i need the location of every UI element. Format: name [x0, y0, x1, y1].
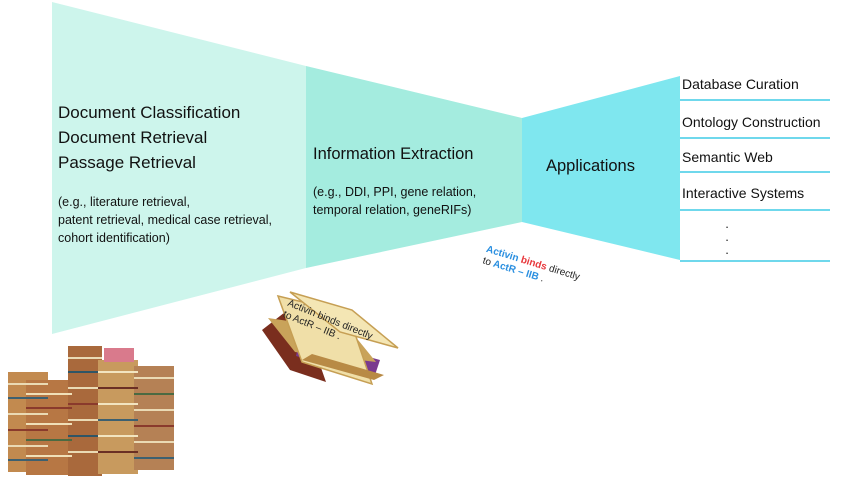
- application-item: Ontology Construction: [682, 114, 821, 130]
- ellipsis-dot: .: [725, 216, 729, 231]
- stage1-funnel: [52, 2, 306, 334]
- stage2-title: Information Extraction: [313, 145, 474, 163]
- application-item: Interactive Systems: [682, 185, 805, 201]
- snippet-word-to: to: [481, 255, 493, 269]
- snippet-period: .: [539, 273, 546, 285]
- open-book-icon: [262, 291, 399, 386]
- stage2-example-1: (e.g., DDI, PPI, gene relation,: [313, 185, 477, 199]
- stage1-line-2: Document Retrieval: [58, 128, 208, 147]
- stage1-line-3: Passage Retrieval: [58, 153, 196, 172]
- book-stacks-icon: [8, 346, 174, 476]
- application-item: Database Curation: [682, 76, 799, 92]
- stage1-example-1: (e.g., literature retrieval,: [58, 195, 190, 209]
- ellipsis-dot: .: [725, 242, 729, 257]
- stage1-example-3: cohort identification): [58, 231, 170, 245]
- application-item: Semantic Web: [682, 149, 773, 165]
- stage2-funnel: [306, 66, 522, 268]
- ellipsis-dot: .: [725, 229, 729, 244]
- stage2-example-2: temporal relation, geneRIFs): [313, 203, 472, 217]
- stage3-funnel: [522, 76, 680, 260]
- stage1-example-2: patent retrieval, medical case retrieval…: [58, 213, 272, 227]
- stage3-title: Applications: [546, 157, 635, 175]
- stage1-line-1: Document Classification: [58, 103, 241, 122]
